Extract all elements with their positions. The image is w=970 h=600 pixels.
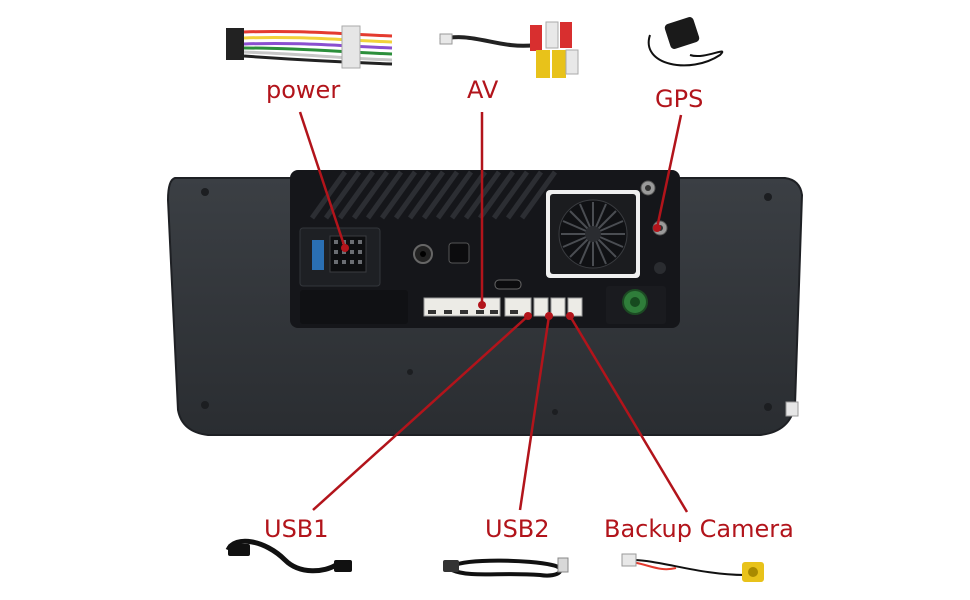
usb1-cable-image: [225, 538, 352, 574]
gps-port: [606, 286, 666, 324]
gps-callout-line: [655, 114, 683, 229]
usb2-callout-line: [518, 315, 551, 511]
backup-camera-callout-line: [568, 315, 689, 513]
av-cable-image: [439, 21, 579, 78]
callout-lines: [298, 111, 689, 513]
backup-camera-label: Backup Camera: [604, 515, 794, 543]
cooling-fan: [546, 190, 640, 278]
gps-antenna-image: [647, 17, 724, 67]
rear-panel: [290, 170, 680, 328]
power-label: power: [266, 76, 341, 104]
usb1-callout-line: [312, 315, 529, 511]
usb-c-port: [494, 279, 522, 290]
gps-label: GPS: [655, 85, 704, 113]
power-callout-line: [298, 111, 347, 249]
power-socket: [299, 227, 381, 287]
backup-camera-cable-image: [621, 553, 764, 582]
av-label: AV: [467, 76, 499, 104]
power-harness-image: [226, 25, 393, 69]
optical-port: [448, 242, 470, 264]
usb1-label: USB1: [264, 515, 329, 543]
usb2-label: USB2: [485, 515, 550, 543]
usb2-cable-image: [443, 557, 569, 578]
